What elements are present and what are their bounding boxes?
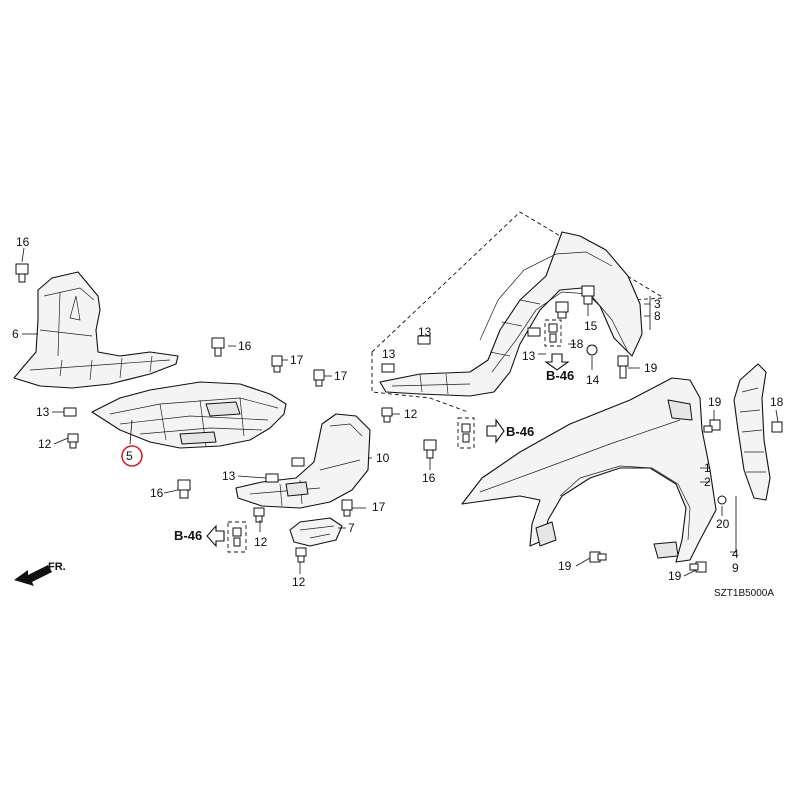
ref-box-b46-liner bbox=[457, 417, 475, 449]
clip-18a bbox=[555, 301, 569, 319]
bolt-19a bbox=[617, 355, 629, 379]
svg-text:B-46: B-46 bbox=[174, 528, 202, 543]
callout-5: 5 bbox=[126, 449, 133, 463]
reference-b46-lower: B-46 bbox=[174, 524, 225, 548]
nut-13d bbox=[527, 327, 541, 337]
callout-16: 16 bbox=[150, 486, 164, 500]
ref-box-b46-lower bbox=[227, 521, 247, 553]
bolt-19b bbox=[703, 419, 721, 433]
part-1-2-front-fender bbox=[461, 377, 717, 563]
callout-17: 17 bbox=[372, 500, 386, 514]
callout-numbers: 16 6 16 17 17 13 12 5 16 13 17 7 10 12 1… bbox=[12, 235, 784, 589]
part-6-splash-shield bbox=[13, 271, 179, 389]
clip-12b bbox=[381, 407, 393, 423]
callout-14: 14 bbox=[586, 373, 600, 387]
clip-12a bbox=[67, 433, 79, 449]
callout-19: 19 bbox=[558, 559, 572, 573]
part-5-engine-undercover bbox=[91, 381, 287, 449]
callout-13: 13 bbox=[522, 349, 536, 363]
callout-8: 8 bbox=[654, 309, 661, 323]
nut-13a bbox=[63, 407, 77, 417]
callout-13: 13 bbox=[36, 405, 50, 419]
callout-2: 2 bbox=[704, 475, 711, 489]
reference-b46-upper: B-46 bbox=[544, 353, 574, 383]
callout-18: 18 bbox=[570, 337, 584, 351]
nut-13c bbox=[381, 363, 395, 373]
clip-18b bbox=[771, 421, 783, 433]
bolt-19d bbox=[689, 561, 707, 573]
clip-16d bbox=[423, 439, 437, 459]
callout-20: 20 bbox=[716, 517, 730, 531]
ref-box-b46-upper bbox=[544, 319, 562, 347]
clip-17a bbox=[271, 355, 283, 373]
svg-text:B-46: B-46 bbox=[546, 368, 574, 383]
nut-20 bbox=[717, 495, 727, 505]
svg-text:B-46: B-46 bbox=[506, 424, 534, 439]
callout-12: 12 bbox=[38, 437, 52, 451]
fasteners bbox=[15, 263, 783, 573]
diagram-code: SZT1B5000A bbox=[714, 588, 774, 599]
bolt-19c bbox=[589, 551, 607, 563]
callout-15: 15 bbox=[584, 319, 598, 333]
clip-12d bbox=[295, 547, 307, 563]
screw-14 bbox=[586, 344, 598, 356]
callout-17: 17 bbox=[334, 369, 348, 383]
callout-13: 13 bbox=[382, 347, 396, 361]
callout-13: 13 bbox=[418, 325, 432, 339]
callout-10: 10 bbox=[376, 451, 390, 465]
nut-13e bbox=[265, 473, 279, 483]
clip-16b bbox=[211, 337, 225, 357]
callout-12: 12 bbox=[404, 407, 418, 421]
part-3-8-wheel-liner bbox=[379, 231, 643, 397]
callout-12: 12 bbox=[292, 575, 306, 589]
callout-16: 16 bbox=[238, 339, 252, 353]
clip-16c bbox=[177, 479, 191, 499]
callout-16: 16 bbox=[422, 471, 436, 485]
nut-13b bbox=[417, 335, 431, 345]
leader-lines bbox=[21, 247, 779, 577]
callout-16: 16 bbox=[16, 235, 30, 249]
part-10-rear-splash-shield bbox=[235, 413, 371, 509]
callout-19: 19 bbox=[668, 569, 682, 583]
reference-b46-liner: B-46 bbox=[486, 418, 534, 444]
callout-1: 1 bbox=[704, 461, 711, 475]
callout-17: 17 bbox=[290, 353, 304, 367]
callout-3: 3 bbox=[654, 297, 661, 311]
clip-12c bbox=[253, 507, 265, 523]
front-label: FR. bbox=[48, 561, 66, 573]
callout-18: 18 bbox=[770, 395, 784, 409]
clip-17c bbox=[341, 499, 353, 517]
bolt-16a bbox=[15, 263, 29, 283]
clip-17b bbox=[313, 369, 325, 387]
callout-9: 9 bbox=[732, 561, 739, 575]
clip-15 bbox=[581, 285, 595, 305]
callout-13: 13 bbox=[222, 469, 236, 483]
callout-4: 4 bbox=[732, 547, 739, 561]
part-4-9-fender-bracket bbox=[733, 363, 771, 501]
nut-13f bbox=[291, 457, 305, 467]
callout-19: 19 bbox=[644, 361, 658, 375]
callout-19: 19 bbox=[708, 395, 722, 409]
callout-7: 7 bbox=[348, 521, 355, 535]
front-direction-arrow: FR. bbox=[14, 561, 66, 586]
part-7-small-cover bbox=[289, 517, 343, 547]
callout-6: 6 bbox=[12, 327, 19, 341]
highlight-circle bbox=[121, 445, 143, 467]
callout-12: 12 bbox=[254, 535, 268, 549]
